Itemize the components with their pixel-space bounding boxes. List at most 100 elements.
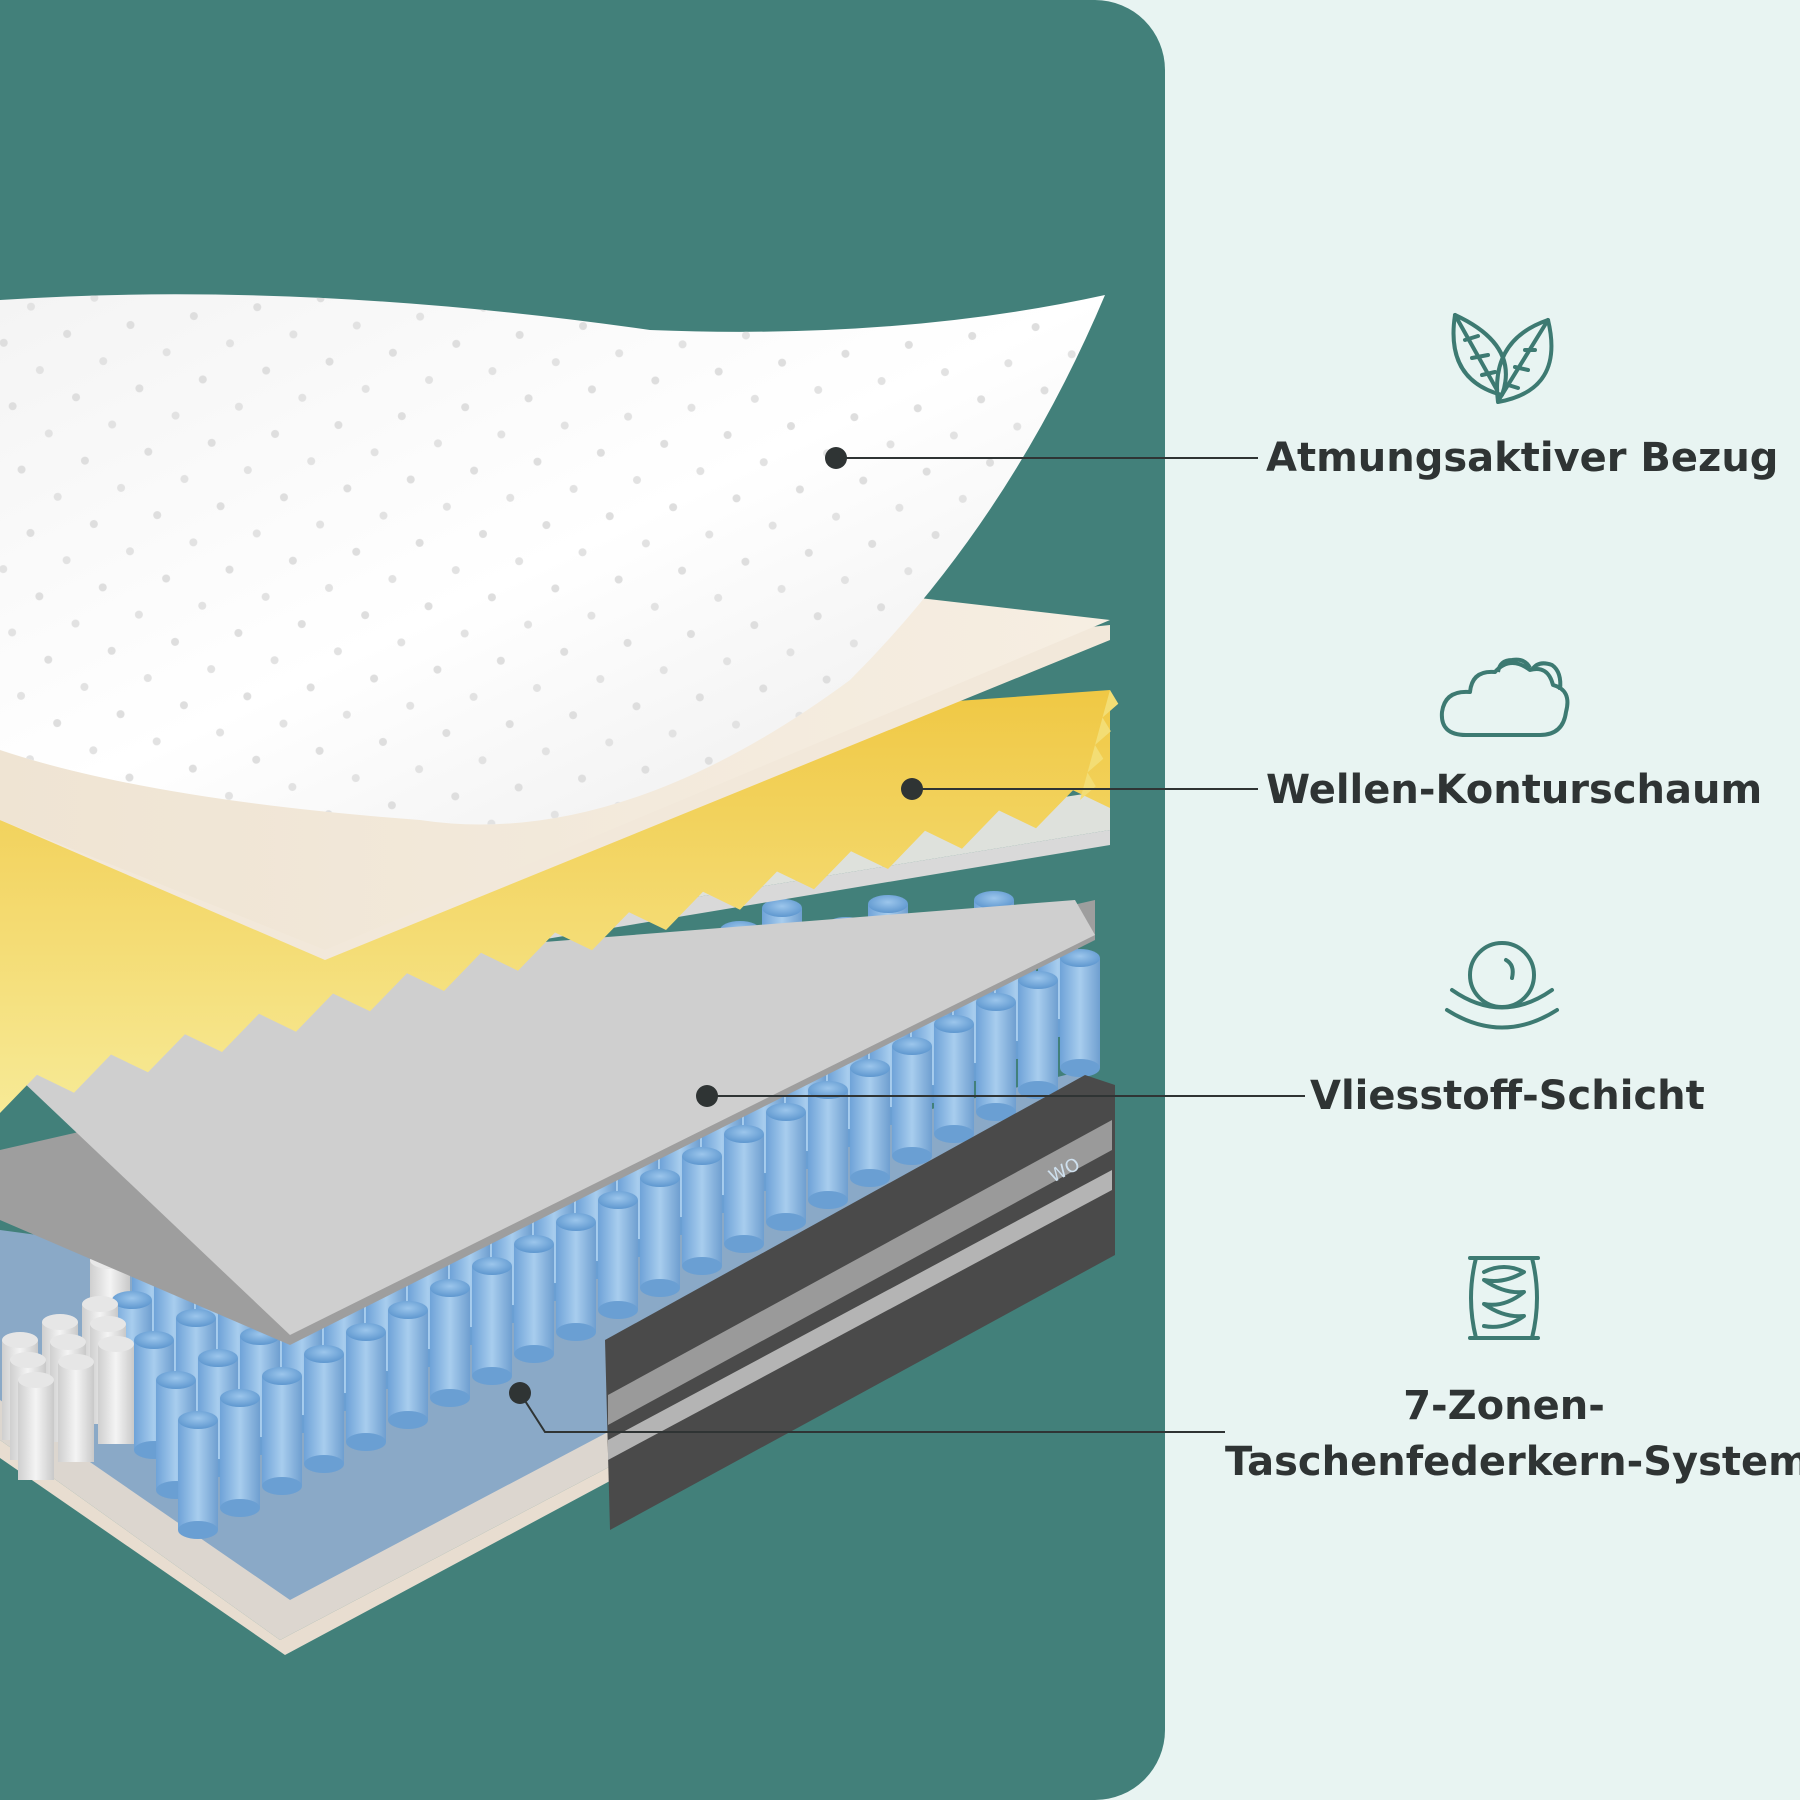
spring-coil-base xyxy=(850,1169,890,1187)
spring-coil-icon xyxy=(1468,1256,1540,1340)
spring-coil xyxy=(1018,980,1058,1090)
spring-coil-top xyxy=(430,1279,470,1297)
spring-coil-base xyxy=(1018,1081,1058,1099)
spring-coil-top xyxy=(156,1371,196,1389)
spring-coil xyxy=(682,1156,722,1266)
spring-coil-top xyxy=(346,1323,386,1341)
spring-coil-base xyxy=(514,1345,554,1363)
spring-coil-base xyxy=(556,1323,596,1341)
spring-coil-base xyxy=(304,1455,344,1473)
spring-coil-top xyxy=(976,993,1016,1011)
spring-coil-top xyxy=(598,1191,638,1209)
spring-coil-base xyxy=(430,1389,470,1407)
spring-coil-base xyxy=(976,1103,1016,1121)
spring-coil-zone-top xyxy=(18,1372,54,1388)
spring-coil xyxy=(556,1222,596,1332)
spring-coil-top xyxy=(724,1125,764,1143)
spring-coil-base xyxy=(388,1411,428,1429)
spring-coil-top xyxy=(1018,971,1058,989)
spring-coil-base xyxy=(220,1499,260,1517)
spring-coil-top xyxy=(304,1345,344,1363)
spring-coil xyxy=(892,1046,932,1156)
spring-coil xyxy=(724,1134,764,1244)
label-spring-system-line1: 7-Zonen- xyxy=(1403,1383,1605,1429)
spring-coil-base xyxy=(346,1433,386,1451)
spring-coil xyxy=(934,1024,974,1134)
spring-coil-zone xyxy=(58,1362,94,1462)
leader-line-springs xyxy=(519,1392,1225,1433)
cloud-icon xyxy=(1439,657,1570,737)
label-breathable-cover: Atmungsaktiver Bezug xyxy=(1266,435,1779,481)
spring-coil-top xyxy=(934,1015,974,1033)
spring-coil-top xyxy=(176,1309,216,1327)
spring-coil xyxy=(514,1244,554,1354)
spring-coil-zone-top xyxy=(10,1352,46,1368)
spring-coil xyxy=(388,1310,428,1420)
leader-lines xyxy=(519,457,1305,1433)
spring-coil xyxy=(808,1090,848,1200)
spring-coil xyxy=(262,1376,302,1486)
spring-coil-top xyxy=(112,1291,152,1309)
spring-coil xyxy=(178,1420,218,1530)
spring-coil-zone-top xyxy=(90,1316,126,1332)
spring-coil xyxy=(304,1354,344,1464)
spring-coil-base xyxy=(682,1257,722,1275)
spring-coil-top xyxy=(1060,949,1100,967)
spring-coil-base xyxy=(178,1521,218,1539)
spring-coil-top xyxy=(178,1411,218,1429)
spring-coil-top xyxy=(892,1037,932,1055)
spring-coil-base xyxy=(472,1367,512,1385)
spring-coil xyxy=(976,1002,1016,1112)
spring-coil xyxy=(850,1068,890,1178)
mattress-border-stripe xyxy=(608,1170,1112,1460)
spring-coil xyxy=(640,1178,680,1288)
spring-coil-top xyxy=(262,1367,302,1385)
spring-coil-base xyxy=(598,1301,638,1319)
spring-coil-zone-top xyxy=(58,1354,94,1370)
leaves-icon xyxy=(1451,313,1554,404)
spring-coil-base xyxy=(892,1147,932,1165)
spring-coil-base xyxy=(766,1213,806,1231)
pressure-icon xyxy=(1445,941,1559,1030)
spring-coil-top xyxy=(868,895,908,913)
spring-coil-base xyxy=(808,1191,848,1209)
spring-coil-top xyxy=(850,1059,890,1077)
spring-coil-top xyxy=(514,1235,554,1253)
spring-coil-zone-top xyxy=(50,1334,86,1350)
leader-dot-cover xyxy=(825,447,847,469)
spring-coil xyxy=(472,1266,512,1376)
leader-dot-springs xyxy=(509,1382,531,1404)
spring-coil xyxy=(220,1398,260,1508)
spring-coil-top xyxy=(220,1389,260,1407)
mattress-border-stripe xyxy=(608,1120,1112,1425)
spring-coil-top xyxy=(640,1169,680,1187)
spring-coil-base xyxy=(262,1477,302,1495)
label-fleece-layer: Vliesstoff-Schicht xyxy=(1310,1073,1705,1119)
spring-coil-zone-top xyxy=(82,1296,118,1312)
leader-dot-foam xyxy=(901,778,923,800)
leader-dot-fleece xyxy=(696,1085,718,1107)
spring-coil-top xyxy=(472,1257,512,1275)
spring-coil-base xyxy=(724,1235,764,1253)
spring-coil-top xyxy=(808,1081,848,1099)
cover-quilt-pattern xyxy=(0,294,1105,825)
spring-coil-base xyxy=(640,1279,680,1297)
spring-coil-top xyxy=(682,1147,722,1165)
spring-coil xyxy=(598,1200,638,1310)
spring-coil-zone-top xyxy=(42,1314,78,1330)
spring-coil xyxy=(766,1112,806,1222)
spring-coil-top xyxy=(974,891,1014,909)
spring-coil-zone xyxy=(98,1344,134,1444)
spring-coil-base xyxy=(934,1125,974,1143)
spring-coil-top xyxy=(762,899,802,917)
label-spring-system: 7-Zonen- Taschenfederkern-System xyxy=(1225,1378,1800,1490)
spring-coil xyxy=(1060,958,1100,1068)
spring-coil xyxy=(430,1288,470,1398)
spring-coil-top xyxy=(388,1301,428,1319)
spring-coil-top xyxy=(556,1213,596,1231)
label-spring-system-line2: Taschenfederkern-System xyxy=(1225,1439,1800,1485)
spring-coil-zone-top xyxy=(2,1332,38,1348)
spring-coil-top xyxy=(198,1349,238,1367)
spring-coil-zone xyxy=(18,1380,54,1480)
